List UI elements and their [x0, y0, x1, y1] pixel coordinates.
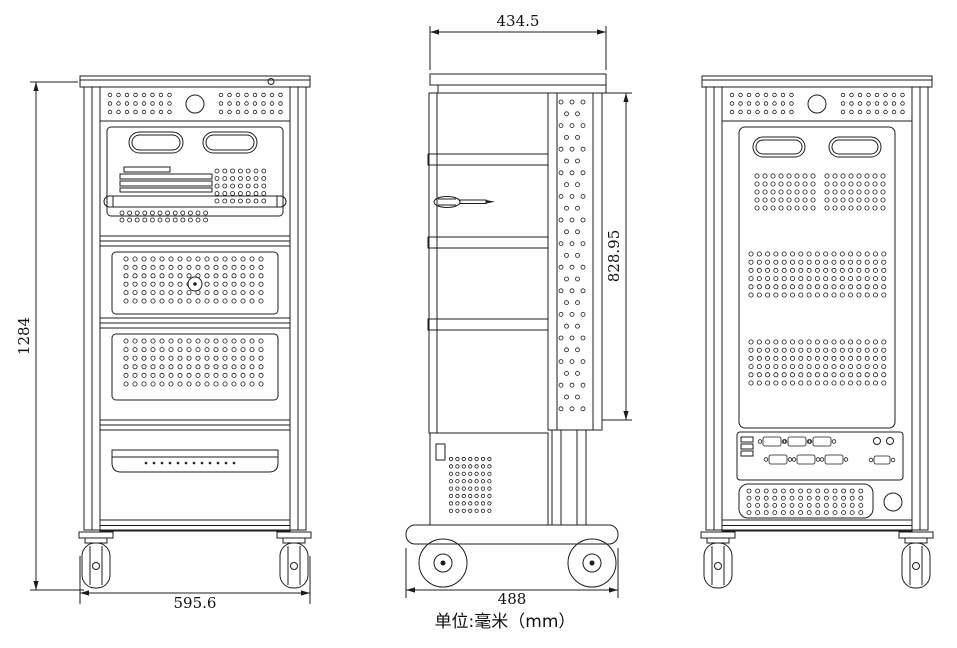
front-top-plate	[79, 75, 311, 88]
power-switch	[740, 436, 754, 443]
caster	[898, 531, 934, 589]
dimension-arrow	[597, 29, 606, 35]
dimension-arrow	[406, 587, 415, 593]
connector-ports	[757, 436, 896, 465]
side-column-perforation	[558, 99, 586, 412]
tray-dots	[144, 461, 236, 465]
back-top-plate	[701, 75, 933, 88]
front-lower-panel	[111, 333, 279, 401]
back-vent-dots-left	[729, 92, 794, 115]
dsub-connector	[791, 454, 821, 465]
side-column-leg	[551, 429, 587, 526]
handle-cutout	[128, 131, 184, 154]
top-plate-hole	[267, 78, 275, 85]
side-base-width-dimension-label: 488	[498, 590, 527, 608]
wheel	[418, 538, 468, 588]
front-upper-dots	[214, 168, 267, 204]
front-vent-dots-right	[218, 92, 283, 115]
screwdriver-handle	[433, 196, 461, 208]
side-front-post	[428, 92, 438, 434]
tray-bar	[123, 166, 171, 173]
dsub-connector	[807, 436, 837, 447]
side-top-width-dimension-label: 434.5	[497, 12, 540, 30]
back-perforated-plate	[738, 483, 874, 519]
cabinet-vent-dots	[448, 456, 492, 513]
wheel	[567, 538, 617, 588]
front-height-dimension-label: 1284	[15, 317, 33, 355]
side-column-height-dimension-label: 828.95	[605, 230, 623, 283]
tray-bar	[119, 180, 213, 187]
dimension-arrow	[80, 590, 89, 596]
front-lower-dots	[123, 338, 264, 387]
dsub-connector	[782, 436, 812, 447]
back-dots-upper-left	[754, 173, 816, 211]
handle-cutout	[202, 131, 258, 154]
dimension-arrow	[430, 29, 439, 35]
back-dots-upper-right	[824, 173, 886, 211]
front-under-rod-dots	[119, 210, 209, 223]
back-round-port	[883, 492, 903, 512]
dimension-arrow	[301, 590, 310, 596]
dsub-connector	[757, 436, 787, 447]
tray-bar	[119, 187, 213, 193]
back-view	[700, 75, 934, 589]
caster	[276, 531, 312, 589]
dsub-connector	[868, 455, 896, 465]
dimension-arrow	[623, 93, 629, 102]
tray-bar	[119, 173, 213, 180]
back-panel	[738, 126, 896, 429]
dimension-arrow	[33, 581, 39, 590]
back-casters	[700, 531, 934, 589]
shelf-edge	[427, 153, 549, 166]
front-middle-panel	[111, 251, 279, 315]
side-cabinet	[429, 432, 549, 526]
back-dots-lower	[748, 339, 887, 386]
front-rod	[103, 195, 287, 208]
unit-note: 单位:毫米（mm）	[435, 612, 576, 632]
dsub-connector	[819, 454, 849, 465]
back-top-hole	[807, 94, 827, 114]
front-upper-panel	[106, 126, 284, 217]
handle-cutout	[828, 136, 882, 158]
side-base-plate	[405, 524, 619, 545]
dsub-connector	[763, 454, 793, 465]
connector-panel	[736, 431, 904, 481]
back-dots-middle	[748, 251, 887, 298]
front-body-frame	[83, 86, 307, 531]
front-view	[78, 75, 312, 589]
dimension-arrow	[609, 587, 618, 593]
back-plate-dots	[746, 488, 864, 515]
front-width-dimension-label: 595.6	[174, 594, 217, 612]
dimension-lines	[30, 26, 632, 604]
back-body-frame	[705, 86, 929, 531]
dimension-arrow	[623, 411, 629, 420]
jack-port	[886, 437, 894, 445]
shelf-edge	[427, 236, 549, 249]
side-column	[547, 92, 603, 431]
handle-cutout	[752, 136, 806, 158]
caster	[78, 531, 114, 589]
caster	[700, 531, 736, 589]
side-top-plate	[429, 73, 607, 86]
side-view	[405, 73, 619, 588]
shelf-edge	[427, 318, 549, 331]
front-top-hole	[185, 94, 205, 114]
front-vent-dots-left	[107, 92, 172, 115]
front-drawer-tray	[111, 449, 279, 473]
jack-port	[873, 437, 881, 445]
dimension-arrow	[33, 82, 39, 91]
front-casters	[78, 531, 312, 589]
back-vent-dots-right	[840, 92, 905, 115]
screwdriver-shaft	[459, 199, 487, 204]
